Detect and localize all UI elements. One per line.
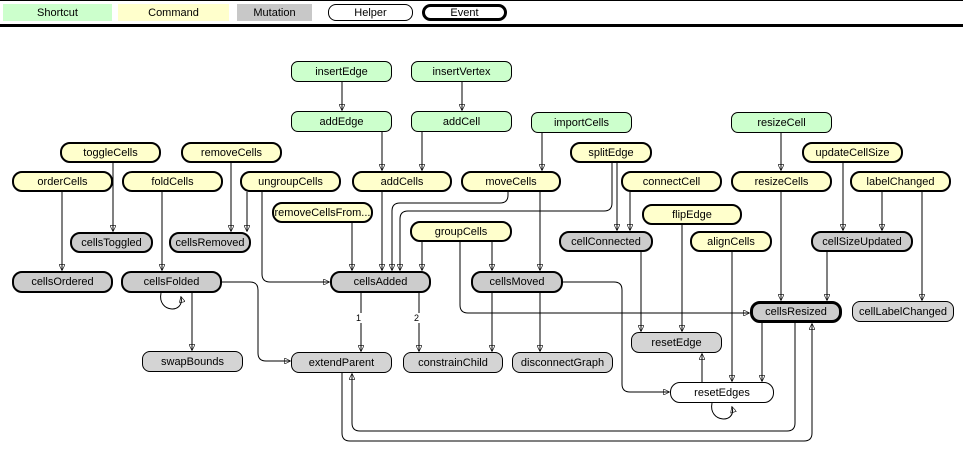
node-flipEdge: flipEdge bbox=[642, 204, 742, 225]
edge-ungroupCells-cellsAdded bbox=[261, 192, 329, 282]
edge-cellsFolded-self bbox=[160, 292, 182, 310]
node-importCells: importCells bbox=[531, 112, 632, 133]
node-addEdge: addEdge bbox=[291, 111, 392, 132]
node-orderCells: orderCells bbox=[12, 171, 113, 192]
node-constrainChild: constrainChild bbox=[403, 352, 503, 373]
node-groupCells: groupCells bbox=[410, 221, 512, 242]
node-cellSizeUpdated: cellSizeUpdated bbox=[811, 231, 913, 252]
edge-splitEdge-cellsAdded bbox=[400, 163, 613, 270]
node-resizeCells: resizeCells bbox=[731, 171, 832, 192]
legend-chip-command: Command bbox=[118, 4, 229, 21]
legend-chip-shortcut: Shortcut bbox=[3, 4, 112, 21]
node-cellLabelChanged: cellLabelChanged bbox=[852, 301, 954, 322]
legend-separator bbox=[0, 24, 963, 27]
node-resizeCell: resizeCell bbox=[731, 112, 832, 133]
node-foldCells: foldCells bbox=[122, 171, 223, 192]
edge-groupCells-cellsResized bbox=[459, 242, 749, 313]
node-cellConnected: cellConnected bbox=[559, 231, 653, 252]
node-cellsRemoved: cellsRemoved bbox=[169, 232, 251, 253]
edge-label-1: 1 bbox=[354, 313, 364, 323]
legend-chip-mutation: Mutation bbox=[237, 4, 312, 21]
node-labelChanged: labelChanged bbox=[850, 171, 951, 192]
node-alignCells: alignCells bbox=[690, 231, 772, 252]
node-swapBounds: swapBounds bbox=[142, 351, 243, 372]
node-cellsMoved: cellsMoved bbox=[471, 271, 563, 293]
node-extendParent: extendParent bbox=[291, 352, 392, 373]
node-insertEdge: insertEdge bbox=[291, 61, 392, 82]
node-connectCell: connectCell bbox=[621, 171, 722, 192]
node-cellsFolded: cellsFolded bbox=[121, 271, 222, 293]
node-cellsOrdered: cellsOrdered bbox=[12, 271, 113, 293]
edge-extendParent-cellsResized bbox=[341, 324, 812, 442]
node-resetEdges: resetEdges bbox=[670, 382, 774, 403]
node-removeCells: removeCells bbox=[181, 142, 282, 163]
edge-resetEdges-self bbox=[711, 402, 733, 420]
node-removeCellsFromParent: removeCellsFrom... bbox=[272, 202, 373, 223]
legend-chip-event: Event bbox=[422, 4, 507, 21]
node-resetEdge: resetEdge bbox=[631, 332, 722, 353]
node-disconnectGraph: disconnectGraph bbox=[512, 352, 613, 373]
node-splitEdge: splitEdge bbox=[570, 142, 652, 163]
edge-label-2: 2 bbox=[412, 313, 422, 323]
edge-moveCells-cellsAdded bbox=[392, 192, 509, 270]
legend-chip-helper: Helper bbox=[328, 4, 413, 21]
node-addCell: addCell bbox=[411, 111, 512, 132]
edge-cellsMoved-resetEdges bbox=[563, 281, 669, 392]
node-ungroupCells: ungroupCells bbox=[240, 171, 341, 192]
node-cellsResized: cellsResized bbox=[750, 301, 842, 323]
node-addCells: addCells bbox=[352, 171, 452, 192]
node-toggleCells: toggleCells bbox=[60, 142, 161, 163]
edge-cellsFolded-extendParent bbox=[222, 281, 290, 361]
node-cellsAdded: cellsAdded bbox=[330, 271, 431, 293]
node-insertVertex: insertVertex bbox=[411, 61, 512, 82]
node-cellsToggled: cellsToggled bbox=[70, 232, 153, 253]
edge-cellsResized-extendParent bbox=[352, 323, 796, 432]
node-updateCellSize: updateCellSize bbox=[802, 142, 903, 163]
node-moveCells: moveCells bbox=[461, 171, 561, 192]
